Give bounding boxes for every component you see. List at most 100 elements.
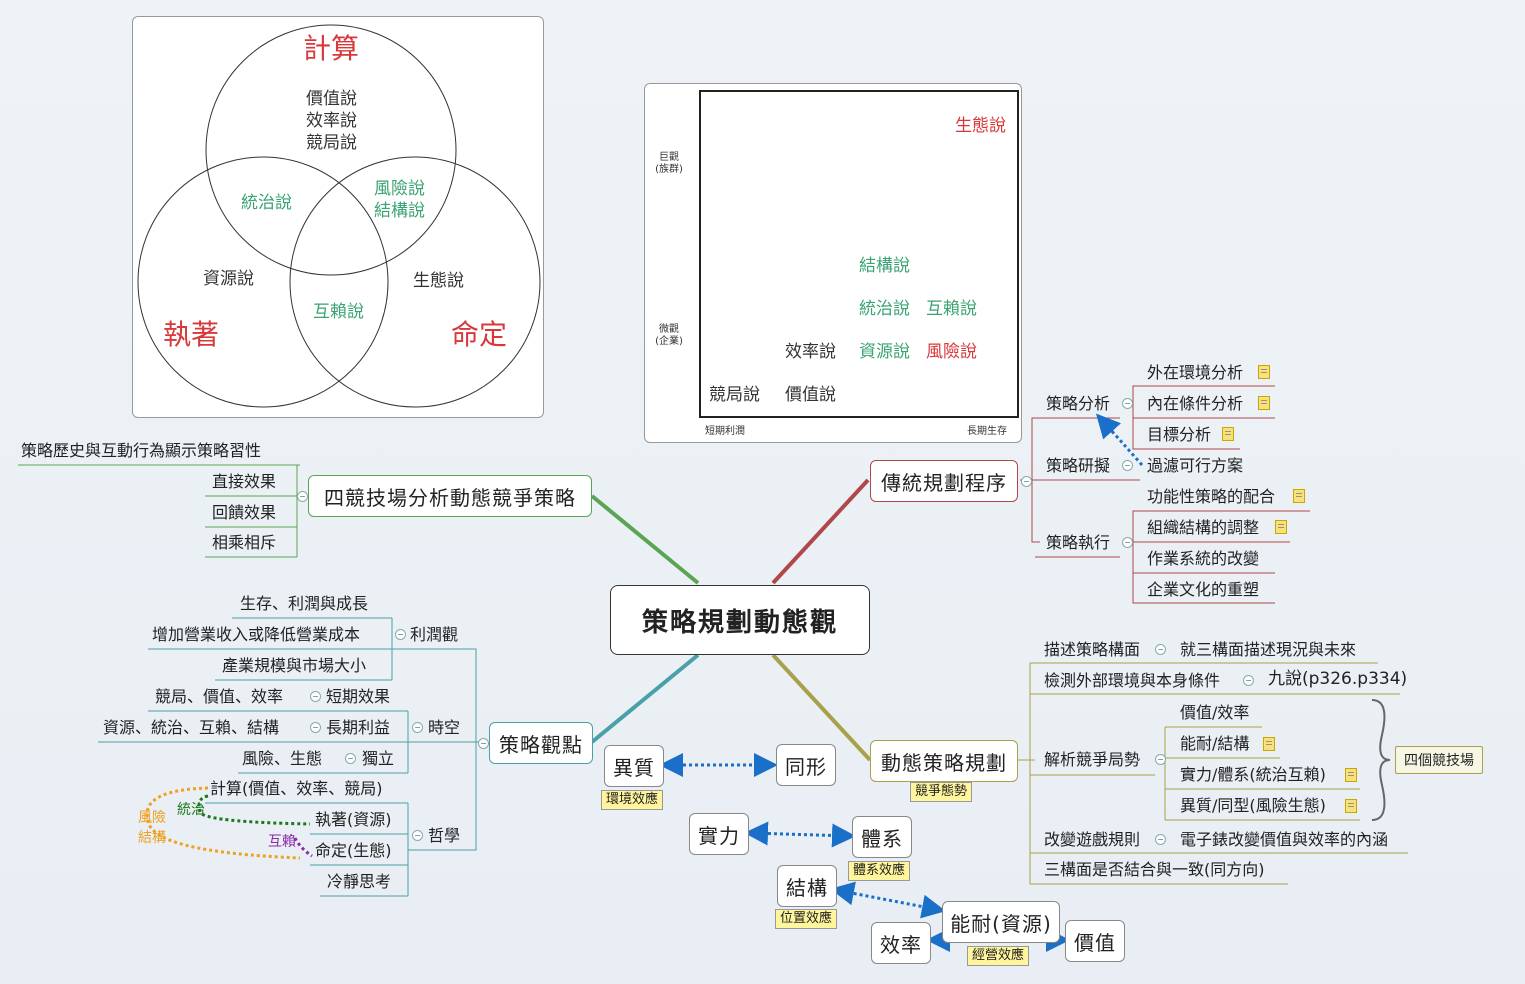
dynamic-consistency[interactable]: 三構面是否結合與一致(同方向) <box>1044 860 1265 879</box>
dynamic-describe-item[interactable]: 就三構面描述現況與未來 <box>1180 640 1357 659</box>
strategy-execution[interactable]: 策略執行 <box>1046 533 1111 552</box>
matrix-y-top-2: (族群) <box>655 164 683 175</box>
effect-heterogeneity[interactable]: 異質 <box>604 745 664 787</box>
note-icon[interactable] <box>1345 799 1357 813</box>
spacetime[interactable]: 時空 <box>428 718 461 737</box>
note-icon[interactable] <box>1293 489 1305 503</box>
dynamic-detect[interactable]: 檢測外部環境與本身條件 <box>1044 671 1221 690</box>
independent-item[interactable]: 風險、生態 <box>242 749 323 768</box>
profit-item-survival[interactable]: 生存、利潤與成長 <box>240 594 369 613</box>
execution-item-culture[interactable]: 企業文化的重塑 <box>1147 580 1260 599</box>
collapse-analysis[interactable]: − <box>1122 398 1133 409</box>
matrix-y-top-1: 巨觀 <box>659 152 679 163</box>
short-term[interactable]: 短期效果 <box>326 687 391 706</box>
analyze-item-capability[interactable]: 能耐/結構 <box>1180 734 1250 753</box>
drafting-item-filter[interactable]: 過濾可行方案 <box>1147 456 1244 475</box>
four-arenas-topic[interactable]: 四競技場分析動態競爭策略 <box>308 475 592 517</box>
collapse-independent[interactable]: − <box>345 753 356 764</box>
venn-panel: 計算 價值說 效率說 競局說 統治說 風險說 結構說 資源說 生態說 互賴說 執… <box>132 16 544 418</box>
matrix-x-right: 長期生存 <box>967 426 1007 437</box>
venn-left-title: 執著 <box>163 318 220 351</box>
analyze-item-heterogeneity[interactable]: 異質/同型(風險生態) <box>1180 796 1326 815</box>
effect-system[interactable]: 體系 <box>852 816 912 858</box>
collapse-short-term[interactable]: − <box>310 691 321 702</box>
four-arenas-direct[interactable]: 直接效果 <box>212 472 277 491</box>
matrix-x-left: 短期利潤 <box>705 426 745 437</box>
effect-isomorphism[interactable]: 同形 <box>776 744 836 786</box>
four-arenas-history[interactable]: 策略歷史與互動行為顯示策略習性 <box>21 441 262 460</box>
execution-item-operations[interactable]: 作業系統的改變 <box>1147 549 1260 568</box>
branch-viewpoint <box>590 653 700 744</box>
relation-label-governance: 統治 <box>177 802 205 818</box>
independent[interactable]: 獨立 <box>362 749 395 768</box>
execution-item-functional[interactable]: 功能性策略的配合 <box>1147 487 1276 506</box>
execution-item-structure[interactable]: 組織結構的調整 <box>1147 518 1260 537</box>
four-arenas-synergy[interactable]: 相乘相斥 <box>212 533 277 552</box>
matrix-governance: 統治說 <box>859 299 910 319</box>
dynamic-change[interactable]: 改變遊戲規則 <box>1044 830 1141 849</box>
effect-capability[interactable]: 能耐(資源) <box>942 901 1060 943</box>
long-term-item[interactable]: 資源、統治、互賴、結構 <box>103 718 280 737</box>
branch-traditional <box>771 478 870 585</box>
venn-right-title: 命定 <box>451 318 508 351</box>
short-term-item[interactable]: 競局、價值、效率 <box>155 687 284 706</box>
collapse-drafting[interactable]: − <box>1122 460 1133 471</box>
dynamic-change-item[interactable]: 電子錶改變價值與效率的內涵 <box>1180 830 1389 849</box>
note-icon[interactable] <box>1222 427 1234 441</box>
collapse-viewpoint[interactable]: − <box>478 738 489 749</box>
collapse-change[interactable]: − <box>1155 834 1166 845</box>
matrix-structure: 結構說 <box>859 256 910 276</box>
analysis-item-internal[interactable]: 內在條件分析 <box>1147 394 1244 413</box>
strategy-drafting[interactable]: 策略研擬 <box>1046 456 1111 475</box>
relation-interdep <box>293 837 313 858</box>
note-icon[interactable] <box>1258 396 1270 410</box>
matrix-game: 競局說 <box>709 385 760 405</box>
analysis-item-external[interactable]: 外在環境分析 <box>1147 363 1244 382</box>
effect-strength[interactable]: 實力 <box>689 813 749 855</box>
note-icon[interactable] <box>1345 768 1357 782</box>
philosophy-item-calm[interactable]: 冷靜思考 <box>327 872 392 891</box>
profit-item-revenue[interactable]: 增加營業收入或降低營業成本 <box>152 625 361 644</box>
collapse-long-term[interactable]: − <box>310 722 321 733</box>
dynamic-topic[interactable]: 動態策略規劃 <box>870 740 1018 782</box>
profit-item-scale[interactable]: 產業規模與市場大小 <box>222 656 367 675</box>
viewpoint-topic[interactable]: 策略觀點 <box>489 722 593 764</box>
dynamic-describe[interactable]: 描述策略構面 <box>1044 640 1141 659</box>
note-icon[interactable] <box>1258 365 1270 379</box>
dynamic-detect-item[interactable]: 九說(p326.p334) <box>1268 669 1408 689</box>
venn-left-only: 資源說 <box>203 269 254 289</box>
collapse-profit[interactable]: − <box>395 629 406 640</box>
philosophy-item-calc[interactable]: 計算(價值、效率、競局) <box>210 779 383 798</box>
effect-efficiency[interactable]: 效率 <box>871 922 931 964</box>
collapse-philosophy[interactable]: − <box>412 830 423 841</box>
analyze-item-value[interactable]: 價值/效率 <box>1180 703 1250 722</box>
analysis-item-goal[interactable]: 目標分析 <box>1147 425 1212 444</box>
philosophy[interactable]: 哲學 <box>428 826 461 845</box>
four-arenas-label[interactable]: 四個競技場 <box>1395 746 1483 774</box>
position-effect-tag: 位置效應 <box>775 909 838 929</box>
philosophy-item-persist[interactable]: 執著(資源) <box>315 810 392 829</box>
collapse-detect[interactable]: − <box>1243 675 1254 686</box>
profit-view[interactable]: 利潤觀 <box>410 625 459 644</box>
long-term[interactable]: 長期利益 <box>326 718 391 737</box>
collapse-analyze[interactable]: − <box>1155 754 1166 765</box>
central-topic[interactable]: 策略規劃動態觀 <box>610 585 870 655</box>
collapse-traditional[interactable]: − <box>1021 476 1032 487</box>
collapse-describe[interactable]: − <box>1155 644 1166 655</box>
matrix-y-mid-1: 微觀 <box>659 324 679 335</box>
venn-right-only: 生態說 <box>413 271 464 291</box>
collapse-execution[interactable]: − <box>1122 537 1133 548</box>
effect-value[interactable]: 價值 <box>1065 920 1125 962</box>
collapse-four-arenas[interactable]: − <box>297 491 308 502</box>
matrix-interdependence: 互賴說 <box>926 299 977 319</box>
philosophy-item-fate[interactable]: 命定(生態) <box>315 841 392 860</box>
strategy-analysis[interactable]: 策略分析 <box>1046 394 1111 413</box>
note-icon[interactable] <box>1263 737 1275 751</box>
note-icon[interactable] <box>1275 520 1287 534</box>
collapse-spacetime[interactable]: − <box>412 722 423 733</box>
traditional-topic[interactable]: 傳統規劃程序 <box>870 460 1018 502</box>
dynamic-analyze[interactable]: 解析競爭局勢 <box>1044 750 1141 769</box>
analyze-item-strength[interactable]: 實力/體系(統治互賴) <box>1180 765 1326 784</box>
effect-structure[interactable]: 結構 <box>777 865 837 907</box>
four-arenas-feedback[interactable]: 回饋效果 <box>212 503 277 522</box>
